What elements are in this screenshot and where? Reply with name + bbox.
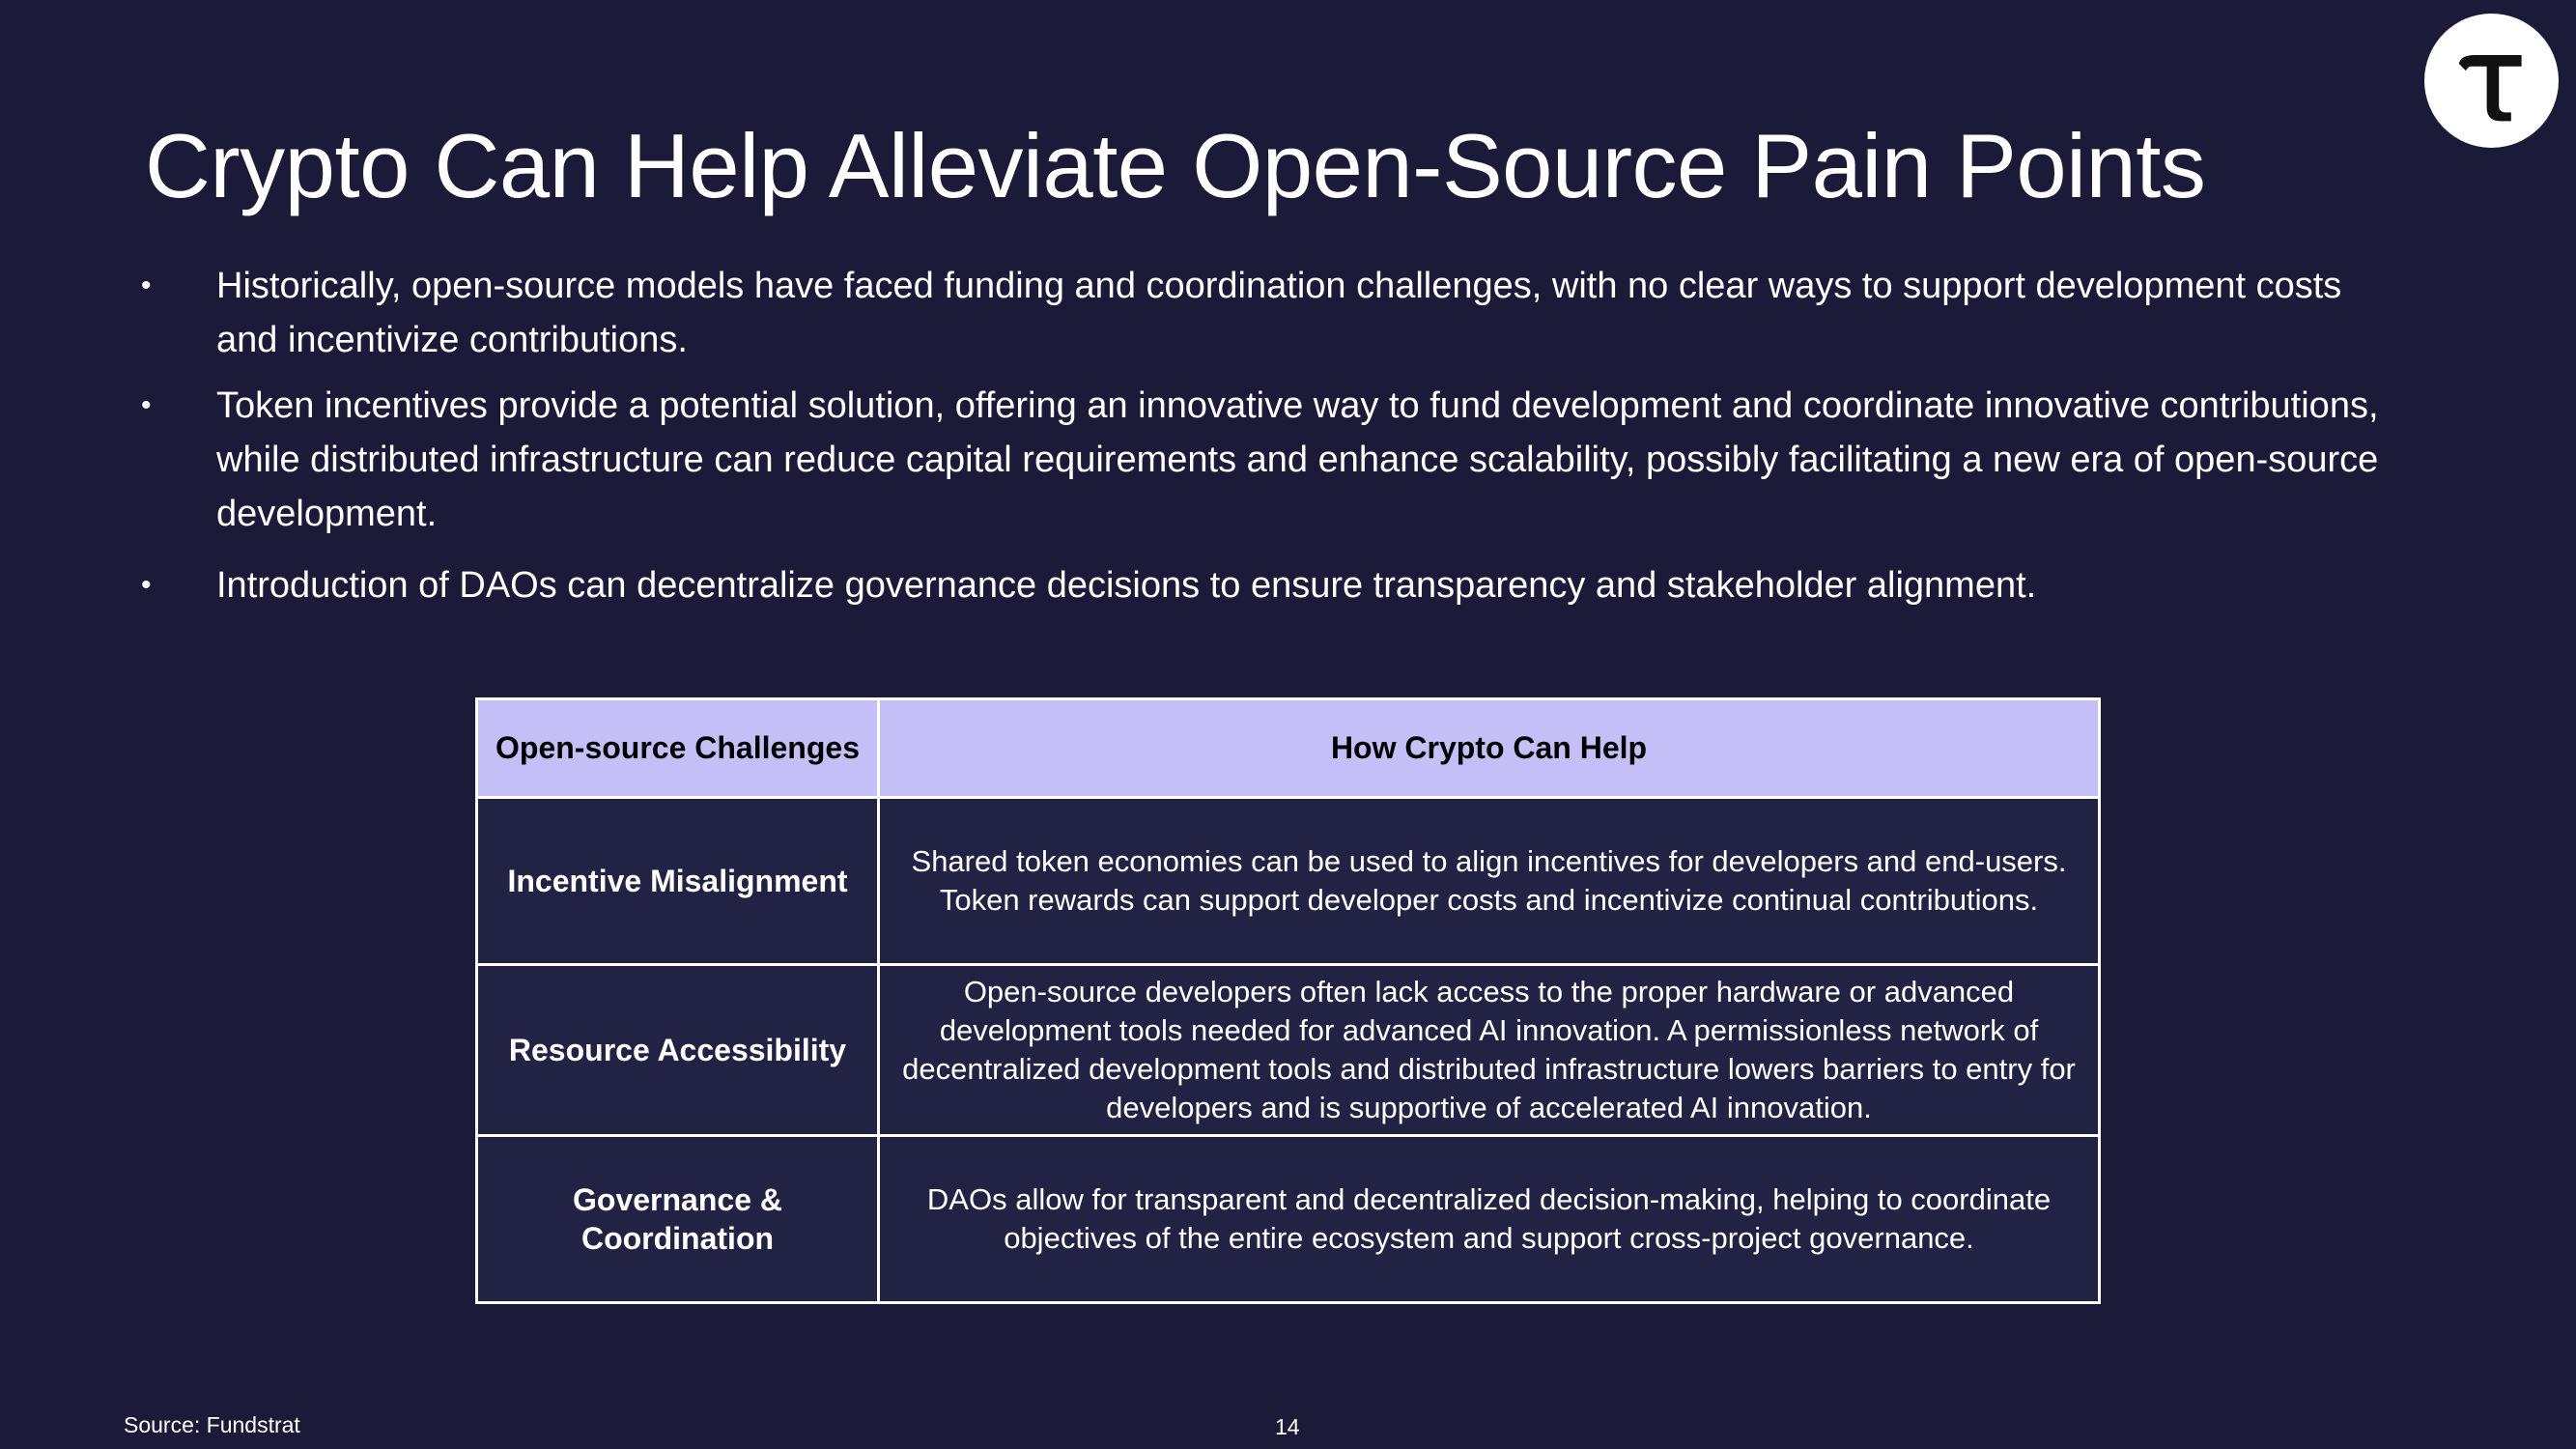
- help-cell: Open-source developers often lack access…: [877, 963, 2101, 1137]
- column-header-challenges: Open-source Challenges: [475, 697, 880, 799]
- column-header-crypto-help: How Crypto Can Help: [877, 697, 2101, 799]
- page-number: 14: [1275, 1414, 1300, 1439]
- t-logo-glyph: [2458, 54, 2522, 121]
- challenge-cell: Governance & Coordination: [475, 1134, 880, 1304]
- bullet-item: • Introduction of DAOs can decentralize …: [135, 558, 2395, 612]
- challenge-cell: Incentive Misalignment: [475, 796, 880, 966]
- help-cell: Shared token economies can be used to al…: [877, 796, 2101, 966]
- bullet-marker: •: [141, 569, 152, 601]
- challenges-table: Open-source Challenges How Crypto Can He…: [475, 697, 2101, 1304]
- bullet-item: • Token incentives provide a potential s…: [135, 379, 2395, 541]
- bullet-item: • Historically, open-source models have …: [135, 259, 2395, 367]
- help-cell: DAOs allow for transparent and decentral…: [877, 1134, 2101, 1304]
- source-note: Source: Fundstrat: [124, 1412, 300, 1437]
- bullet-text: Historically, open-source models have fa…: [216, 266, 2342, 360]
- bullet-text: Token incentives provide a potential sol…: [216, 385, 2379, 534]
- page-title: Crypto Can Help Alleviate Open-Source Pa…: [145, 115, 2206, 216]
- table-row: Incentive Misalignment Shared token econ…: [475, 796, 2101, 966]
- bullet-list: • Historically, open-source models have …: [135, 259, 2395, 624]
- bullet-text: Introduction of DAOs can decentralize go…: [216, 565, 2037, 606]
- challenge-cell: Resource Accessibility: [475, 963, 880, 1137]
- t-logo-icon: [2424, 14, 2559, 148]
- bullet-marker: •: [141, 389, 152, 421]
- table-row: Governance & Coordination DAOs allow for…: [475, 1134, 2101, 1304]
- bullet-marker: •: [141, 270, 152, 301]
- table-header-row: Open-source Challenges How Crypto Can He…: [475, 697, 2101, 799]
- table-row: Resource Accessibility Open-source devel…: [475, 963, 2101, 1137]
